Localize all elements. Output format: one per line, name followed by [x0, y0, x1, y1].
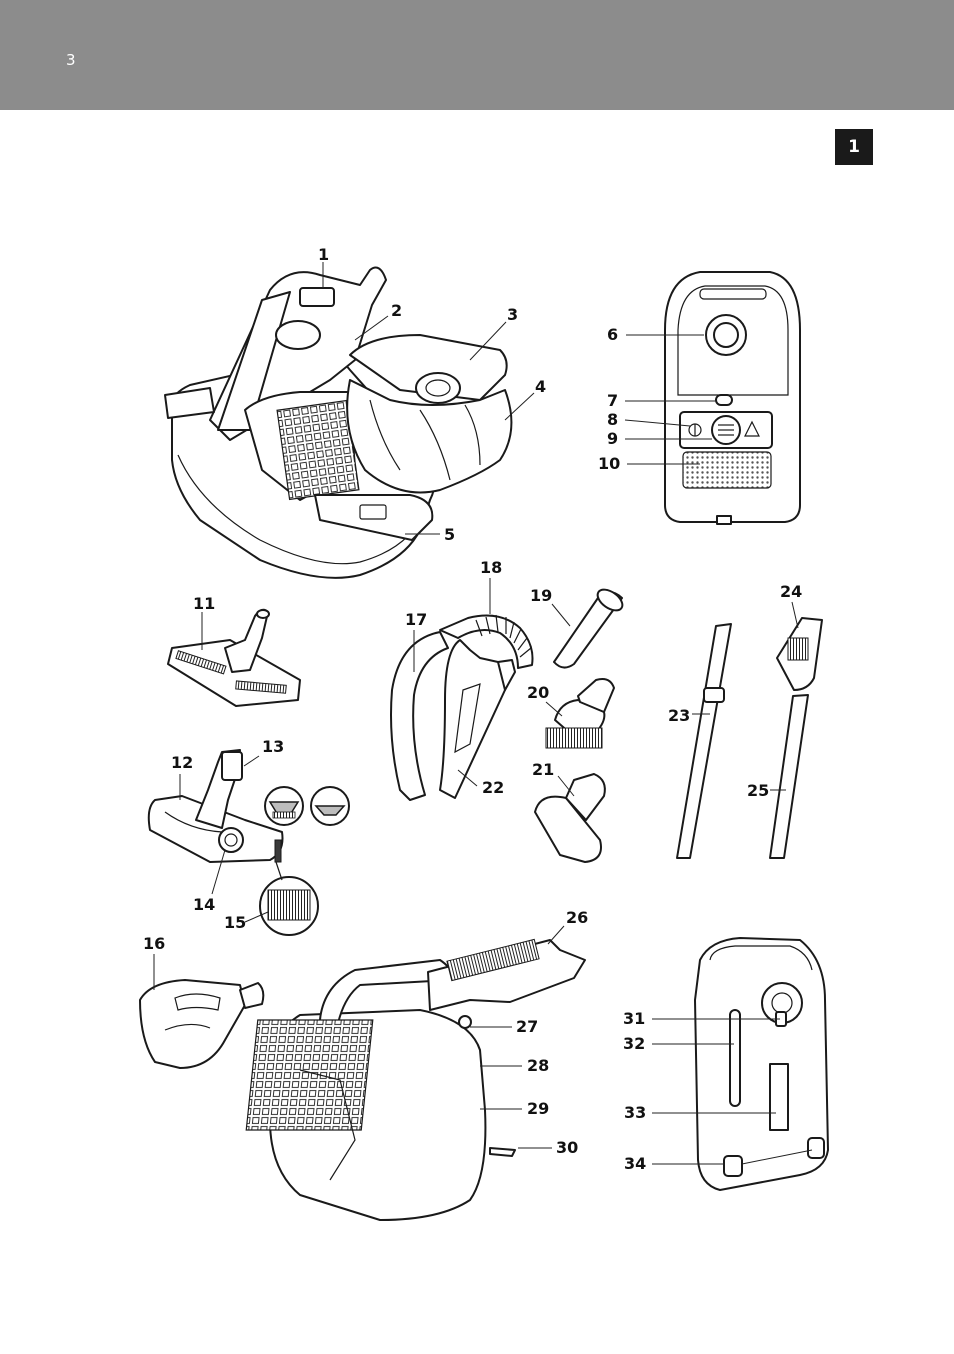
callout-31: 31	[623, 1009, 645, 1028]
callout-13: 13	[262, 737, 284, 756]
callouts-dusting-brush: 20	[527, 683, 563, 717]
callouts-floor-nozzle: 11	[193, 594, 215, 650]
callouts-rear-view: 31 32 33 34	[623, 1009, 813, 1173]
callout-15: 15	[224, 913, 246, 932]
callout-16: 16	[143, 934, 165, 953]
hose-assembly	[390, 614, 534, 801]
callout-20: 20	[527, 683, 549, 702]
callout-22: 22	[482, 778, 504, 797]
callout-12: 12	[171, 753, 193, 772]
callout-23: 23	[668, 706, 690, 725]
callout-19: 19	[530, 586, 552, 605]
callout-25: 25	[747, 781, 769, 800]
callout-34: 34	[624, 1154, 646, 1173]
callouts-hose: 17 18 22	[405, 558, 504, 797]
callout-4: 4	[535, 377, 546, 396]
callout-18: 18	[480, 558, 502, 577]
figure-tab: 1	[835, 129, 873, 165]
callout-33: 33	[624, 1103, 646, 1122]
appliance-open-view	[164, 266, 513, 579]
callout-29: 29	[527, 1099, 549, 1118]
multipurpose-nozzle	[147, 749, 350, 936]
callouts-tube: 23	[668, 706, 710, 725]
callouts-tube-clip: 24 25	[747, 582, 802, 800]
callouts-upholstery: 21	[532, 760, 575, 797]
callouts-multipurpose-nozzle: 13 12 14 15	[171, 737, 284, 932]
callouts-appliance-open: 1 2 3 4 5	[318, 245, 546, 544]
callout-9: 9	[607, 429, 618, 448]
crevice-tool	[553, 588, 624, 669]
callout-24: 24	[780, 582, 802, 601]
upholstery-nozzle	[534, 773, 606, 863]
callout-5: 5	[444, 525, 455, 544]
appliance-rear-view	[694, 937, 829, 1191]
callout-11: 11	[193, 594, 215, 613]
appliance-front-view	[664, 271, 801, 525]
header-bar: 3	[0, 0, 954, 110]
callout-27: 27	[516, 1017, 538, 1036]
dusting-brush	[545, 678, 615, 749]
callout-7: 7	[607, 391, 618, 410]
callout-21: 21	[532, 760, 554, 779]
tube-with-clip	[769, 617, 823, 859]
callout-32: 32	[623, 1034, 645, 1053]
telescopic-tube	[676, 623, 732, 859]
callout-10: 10	[598, 454, 620, 473]
callouts-crevice: 19	[530, 586, 571, 627]
callouts-front-view: 6 7 8 9 10	[598, 325, 716, 473]
callout-26: 26	[566, 908, 588, 927]
turbo-brush	[139, 979, 265, 1069]
callouts-turbo-brush: 16	[143, 934, 165, 990]
callout-2: 2	[391, 301, 402, 320]
callout-17: 17	[405, 610, 427, 629]
callout-3: 3	[507, 305, 518, 324]
callout-6: 6	[607, 325, 618, 344]
callout-30: 30	[556, 1138, 578, 1157]
callout-14: 14	[193, 895, 215, 914]
appliance-filter-view	[245, 938, 586, 1221]
callout-28: 28	[527, 1056, 549, 1075]
callout-1: 1	[318, 245, 329, 264]
floor-nozzle	[167, 608, 301, 707]
callout-8: 8	[607, 410, 618, 429]
page-number: 3	[66, 51, 76, 69]
callouts-filter-view: 26 27 28 29 30	[470, 908, 588, 1157]
